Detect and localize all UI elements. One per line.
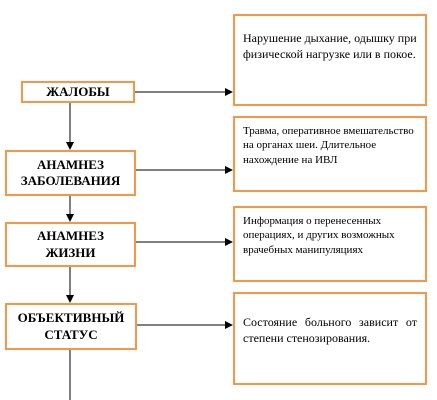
step-label: АНАМНЕЗ ЗАБОЛЕВАНИЯ xyxy=(20,156,121,188)
step-obektivnyi-status-box: ОБЪЕКТИВНЫЙ СТАТУС xyxy=(5,303,137,350)
note-text: Травма, оперативное вмешательство на орг… xyxy=(243,125,414,166)
step-label: АНАМНЕЗ ЖИЗНИ xyxy=(37,228,104,260)
step-zhaloby-box: ЖАЛОБЫ xyxy=(21,81,135,103)
note-anamnez-zhizni: Информация о перенесенных операциях, и д… xyxy=(233,206,427,282)
note-obektivnyi-status: Состояние больного зависит от степени ст… xyxy=(233,292,427,385)
note-text: Нарушение дыхание, одышку при физической… xyxy=(243,31,417,62)
note-text: Состояние больного зависит от степени ст… xyxy=(243,315,417,346)
note-anamnez-zabolevaniya: Травма, оперативное вмешательство на орг… xyxy=(233,116,427,192)
step-anamnez-zhizni-box: АНАМНЕЗ ЖИЗНИ xyxy=(5,222,136,267)
note-zhaloby: Нарушение дыхание, одышку при физической… xyxy=(233,14,427,106)
step-anamnez-zabolevaniya-box: АНАМНЕЗ ЗАБОЛЕВАНИЯ xyxy=(5,150,136,196)
step-label: ЖАЛОБЫ xyxy=(46,83,110,99)
note-text: Информация о перенесенных операциях, и д… xyxy=(243,215,395,256)
step-label: ОБЪЕКТИВНЫЙ СТАТУС xyxy=(17,310,125,342)
